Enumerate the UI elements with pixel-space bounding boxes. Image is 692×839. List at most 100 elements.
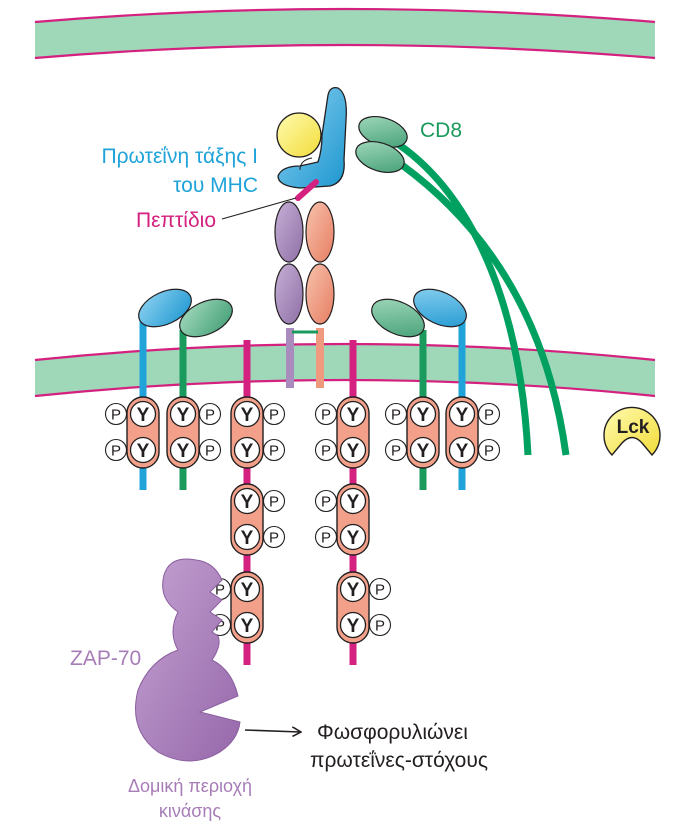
- phosphate-label: P: [321, 407, 331, 424]
- phosphate-label: P: [215, 618, 225, 635]
- phosphate-circle: [104, 438, 128, 462]
- phosphate-circle: [368, 577, 392, 601]
- zap70-kinase: [135, 558, 241, 762]
- phosphate-circle: [314, 402, 338, 426]
- phosphate-label: P: [391, 443, 401, 460]
- tyrosine-circle: [448, 436, 476, 464]
- tyrosine-circle: [233, 436, 261, 464]
- tyrosine-label: Y: [137, 441, 150, 462]
- beta2-microglobulin: [276, 112, 322, 158]
- tyrosine-circle: [233, 400, 261, 428]
- phosphate-label: P: [269, 530, 279, 547]
- tcr-alpha-c: [274, 263, 304, 325]
- peptide-label: Πεπτίδιο: [136, 209, 216, 232]
- phosphate-label: P: [375, 618, 385, 635]
- phosphate-label: P: [484, 443, 494, 460]
- mhc-label-line1: Πρωτεΐνη τάξης Ι: [101, 145, 258, 168]
- tyrosine-label: Y: [347, 405, 360, 426]
- phosphate-circle: [384, 402, 408, 426]
- tyrosine-label: Y: [241, 441, 254, 462]
- phosphate-label: P: [484, 407, 494, 424]
- tyrosine-label: Y: [241, 580, 254, 601]
- tcr-beta-c: [305, 263, 335, 325]
- mhc-label-line2: του MHC: [173, 174, 258, 197]
- tyrosine-circle: [129, 436, 157, 464]
- phosphate-circle: [104, 402, 128, 426]
- tyrosine-label: Y: [137, 405, 150, 426]
- tyrosine-label: Y: [347, 616, 360, 637]
- zap70-label: ZAP-70: [70, 647, 141, 670]
- mhc-class-i: [276, 87, 347, 189]
- action-line2: πρωτεΐνες-στόχους: [310, 749, 488, 772]
- phosphate-label: P: [391, 407, 401, 424]
- phosphate-circle: [477, 402, 501, 426]
- phosphate-circle: [198, 402, 222, 426]
- tyrosine-circle: [339, 523, 367, 551]
- tyrosine-circle: [169, 436, 197, 464]
- phosphate-circle: [368, 613, 392, 637]
- tyrosine-circle: [129, 400, 157, 428]
- tyrosine-circle: [339, 575, 367, 603]
- tcr-alpha-v: [274, 201, 304, 263]
- tyrosine-circle: [233, 611, 261, 639]
- kinase-domain-line2: κινάσης: [159, 801, 222, 821]
- cd8-coreceptor: [355, 116, 570, 456]
- phosphate-circle: [384, 438, 408, 462]
- phosphate-label: P: [269, 443, 279, 460]
- tyrosine-label: Y: [177, 441, 190, 462]
- phosphate-circle: [314, 489, 338, 513]
- tyrosine-label: Y: [347, 528, 360, 549]
- tyrosine-label: Y: [347, 492, 360, 513]
- tyrosine-label: Y: [241, 616, 254, 637]
- phosphate-circle: [262, 438, 286, 462]
- phosphate-label: P: [111, 443, 121, 460]
- phosphate-circle: [314, 525, 338, 549]
- phosphate-label: P: [269, 494, 279, 511]
- tyrosine-circle: [233, 575, 261, 603]
- lck-label: Lck: [617, 417, 650, 438]
- peptide: [295, 179, 319, 201]
- phosphate-circle: [314, 438, 338, 462]
- phosphate-label: P: [375, 582, 385, 599]
- tyrosine-circle: [169, 400, 197, 428]
- tyrosine-circle: [448, 400, 476, 428]
- tyrosine-label: Y: [417, 441, 430, 462]
- tyrosine-circle: [409, 436, 437, 464]
- phosphate-label: P: [321, 530, 331, 547]
- tyrosine-label: Y: [456, 441, 469, 462]
- tyrosine-label: Y: [347, 441, 360, 462]
- tyrosine-circle: [339, 611, 367, 639]
- action-line1: Φωσφορυλιώνει: [317, 721, 468, 744]
- tyrosine-circle: [339, 436, 367, 464]
- phosphate-label: P: [321, 494, 331, 511]
- cd8-label: CD8: [420, 119, 462, 142]
- tyrosine-label: Y: [417, 405, 430, 426]
- tyrosine-circle: [339, 487, 367, 515]
- phosphate-circle: [262, 489, 286, 513]
- peptide-leader: [221, 197, 297, 220]
- tyrosine-circle: [233, 487, 261, 515]
- tyrosine-label: Y: [241, 528, 254, 549]
- phosphate-label: P: [205, 407, 215, 424]
- tyrosine-label: Y: [241, 405, 254, 426]
- lck-kinase: Lck: [603, 406, 661, 457]
- action-arrow: [244, 730, 300, 732]
- tyrosine-circle: [339, 400, 367, 428]
- tyrosine-circle: [409, 400, 437, 428]
- kinase-domain-line1: Δομική περιοχή: [128, 776, 252, 796]
- apc-membrane: [34, 7, 656, 60]
- tyrosine-label: Y: [347, 580, 360, 601]
- phosphate-label: P: [269, 407, 279, 424]
- tyrosine-circle: [233, 523, 261, 551]
- phosphate-circle: [198, 438, 222, 462]
- tyrosine-label: Y: [241, 492, 254, 513]
- phosphate-label: P: [321, 443, 331, 460]
- phosphate-label: P: [215, 582, 225, 599]
- tcell-membrane: [34, 342, 656, 398]
- tyrosine-label: Y: [456, 405, 469, 426]
- tcr-beta-v: [305, 201, 335, 263]
- phosphate-circle: [262, 525, 286, 549]
- phosphate-circle: [477, 438, 501, 462]
